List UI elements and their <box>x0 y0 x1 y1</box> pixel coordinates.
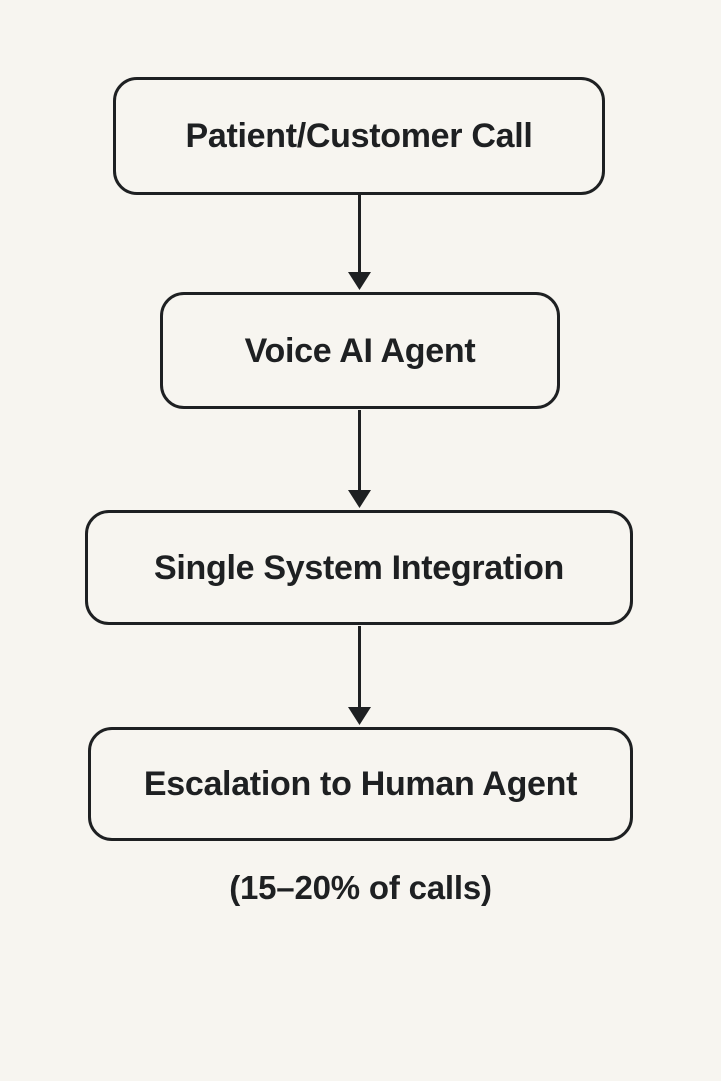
flow-node-patient-customer-call[interactable]: Patient/Customer Call <box>113 77 605 195</box>
escalation-rate-caption: (15–20% of calls) <box>229 869 492 906</box>
flow-node-label: Escalation to Human Agent <box>143 765 578 803</box>
edge-call-to-agent <box>348 195 371 290</box>
flow-node-single-system-integration[interactable]: Single System Integration <box>85 510 633 625</box>
flow-node-label: Voice AI Agent <box>244 331 476 370</box>
edge-agent-to-integration <box>348 410 371 508</box>
flow-node-label: Single System Integration <box>153 548 565 587</box>
flow-node-label: Patient/Customer Call <box>185 117 533 155</box>
flow-node-escalation-to-human-agent[interactable]: Escalation to Human Agent <box>88 727 633 841</box>
flow-node-voice-ai-agent[interactable]: Voice AI Agent <box>160 292 560 409</box>
edge-integration-to-escalation <box>348 626 371 725</box>
